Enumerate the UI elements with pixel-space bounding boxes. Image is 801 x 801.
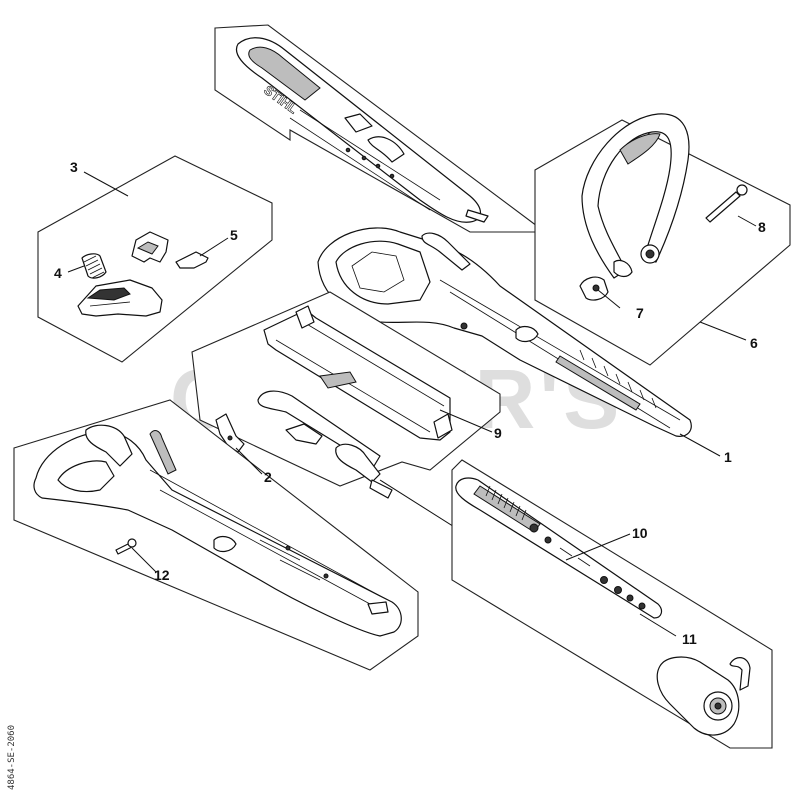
- trigger-parts: [77, 231, 209, 317]
- callout-12: 12: [154, 567, 170, 583]
- drawing-code: 4864-SE-2060: [7, 725, 17, 790]
- callout-8: 8: [758, 219, 766, 235]
- handle-housing: [317, 227, 692, 437]
- frame-rail: [263, 305, 453, 441]
- callout-4: 4: [54, 265, 62, 281]
- leader-lines: [67, 171, 757, 637]
- callout-11: 11: [682, 631, 697, 647]
- callout-10: 10: [632, 525, 648, 541]
- small-lever: [215, 413, 245, 453]
- throttle-cable: [257, 390, 691, 677]
- loop-handle: [579, 113, 748, 301]
- callout-2: 2: [264, 469, 272, 485]
- callout-3: 3: [70, 159, 78, 175]
- shaft-tube: [455, 477, 663, 619]
- callout-9: 9: [494, 425, 502, 441]
- gear-head: [656, 656, 751, 736]
- callout-7: 7: [636, 305, 644, 321]
- callout-5: 5: [230, 227, 238, 243]
- callout-6: 6: [750, 335, 758, 351]
- housing-cover: [235, 37, 489, 223]
- callout-1: 1: [724, 449, 732, 465]
- housing-half: [33, 424, 402, 637]
